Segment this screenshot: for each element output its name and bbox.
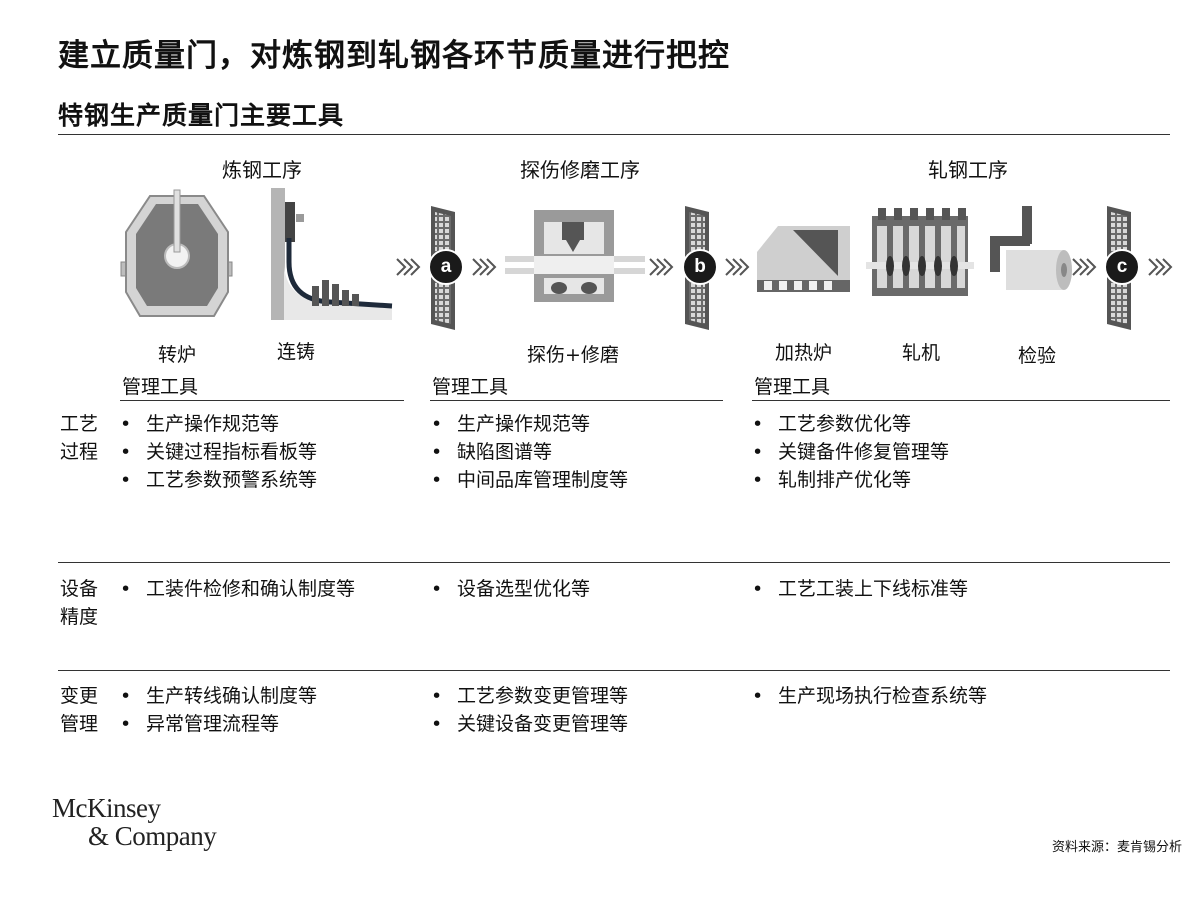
row-label-change-line2: 管理 — [60, 713, 99, 735]
gate-b-badge: b — [682, 249, 718, 285]
list-item: 异常管理流程等 — [118, 710, 317, 738]
logo-line1: McKinsey — [52, 793, 161, 823]
gate-a-badge: a — [428, 249, 464, 285]
row-label-process-line2: 过程 — [60, 441, 99, 463]
change-tools-col3: 生产现场执行检查系统等 — [750, 682, 987, 710]
stage-rolling: 轧钢工序 — [928, 158, 1008, 182]
caption-mill: 轧机 — [902, 342, 941, 364]
caption-caster: 连铸 — [277, 341, 316, 363]
gate-c-label: c — [1116, 256, 1128, 277]
page-subtitle: 特钢生产质量门主要工具 — [58, 101, 345, 130]
tool-header-col1: 管理工具 — [122, 376, 199, 398]
coil-inspection-icon — [990, 206, 1072, 290]
row-label-process: 工艺 过程 — [60, 410, 110, 466]
stage-steelmaking: 炼钢工序 — [222, 158, 302, 182]
list-item: 生产转线确认制度等 — [118, 682, 317, 710]
row-divider-2 — [58, 670, 1170, 671]
caster-icon — [271, 188, 393, 320]
equipment-tools-col3: 工艺工装上下线标准等 — [750, 575, 968, 603]
list-item: 工艺工装上下线标准等 — [750, 575, 968, 603]
page-title: 建立质量门，对炼钢到轧钢各环节质量进行把控 — [58, 38, 730, 74]
row-label-equipment-line1: 设备 — [60, 578, 99, 600]
change-tools-col2: 工艺参数变更管理等 关键设备变更管理等 — [429, 682, 628, 738]
list-item: 工艺参数变更管理等 — [429, 682, 628, 710]
caption-inspect-grind: 探伤+修磨 — [527, 344, 619, 366]
row-label-change: 变更 管理 — [60, 682, 110, 738]
inspection-grinding-icon — [505, 210, 645, 302]
heating-furnace-icon — [757, 226, 850, 292]
list-item: 生产操作规范等 — [429, 410, 628, 438]
change-tools-col1: 生产转线确认制度等 异常管理流程等 — [118, 682, 317, 738]
list-item: 关键设备变更管理等 — [429, 710, 628, 738]
stage-inspection-grinding: 探伤修磨工序 — [520, 158, 640, 182]
source-note: 资料来源：麦肯锡分析 — [1051, 840, 1182, 855]
list-item: 关键过程指标看板等 — [118, 438, 317, 466]
gate-c-badge: c — [1104, 249, 1140, 285]
list-item: 中间品库管理制度等 — [429, 466, 628, 494]
list-item: 生产现场执行检查系统等 — [750, 682, 987, 710]
tool-header-underline-col1 — [120, 400, 404, 401]
list-item: 设备选型优化等 — [429, 575, 590, 603]
tool-header-underline-col2 — [430, 400, 723, 401]
process-tools-col3: 工艺参数优化等 关键备件修复管理等 轧制排产优化等 — [750, 410, 949, 494]
process-tools-col1: 生产操作规范等 关键过程指标看板等 工艺参数预警系统等 — [118, 410, 317, 494]
row-label-process-line1: 工艺 — [60, 413, 99, 435]
tool-header-col3: 管理工具 — [754, 376, 831, 398]
rolling-mill-icon — [866, 208, 974, 296]
list-item: 工艺参数预警系统等 — [118, 466, 317, 494]
process-tools-col2: 生产操作规范等 缺陷图谱等 中间品库管理制度等 — [429, 410, 628, 494]
gate-a-label: a — [440, 256, 452, 277]
row-label-equipment: 设备 精度 — [60, 575, 110, 631]
mckinsey-logo: McKinsey & Company — [52, 793, 217, 851]
list-item: 缺陷图谱等 — [429, 438, 628, 466]
row-label-change-line1: 变更 — [60, 685, 99, 707]
caption-furnace: 加热炉 — [775, 342, 833, 364]
list-item: 工艺参数优化等 — [750, 410, 949, 438]
row-divider-1 — [58, 562, 1170, 563]
equipment-tools-col1: 工装件检修和确认制度等 — [118, 575, 388, 603]
list-item: 轧制排产优化等 — [750, 466, 949, 494]
equipment-tools-col2: 设备选型优化等 — [429, 575, 590, 603]
tool-header-col2: 管理工具 — [432, 376, 509, 398]
list-item: 工装件检修和确认制度等 — [118, 575, 388, 603]
gate-b-label: b — [694, 256, 706, 277]
caption-check: 检验 — [1018, 345, 1057, 367]
title-divider — [58, 134, 1170, 135]
flow-arrows — [396, 258, 1173, 276]
row-label-equipment-line2: 精度 — [60, 606, 99, 628]
list-item: 关键备件修复管理等 — [750, 438, 949, 466]
tool-header-underline-col3 — [752, 400, 1170, 401]
converter-icon — [120, 189, 233, 317]
list-item: 生产操作规范等 — [118, 410, 317, 438]
logo-line2: & Company — [88, 821, 217, 851]
caption-converter: 转炉 — [158, 344, 197, 366]
